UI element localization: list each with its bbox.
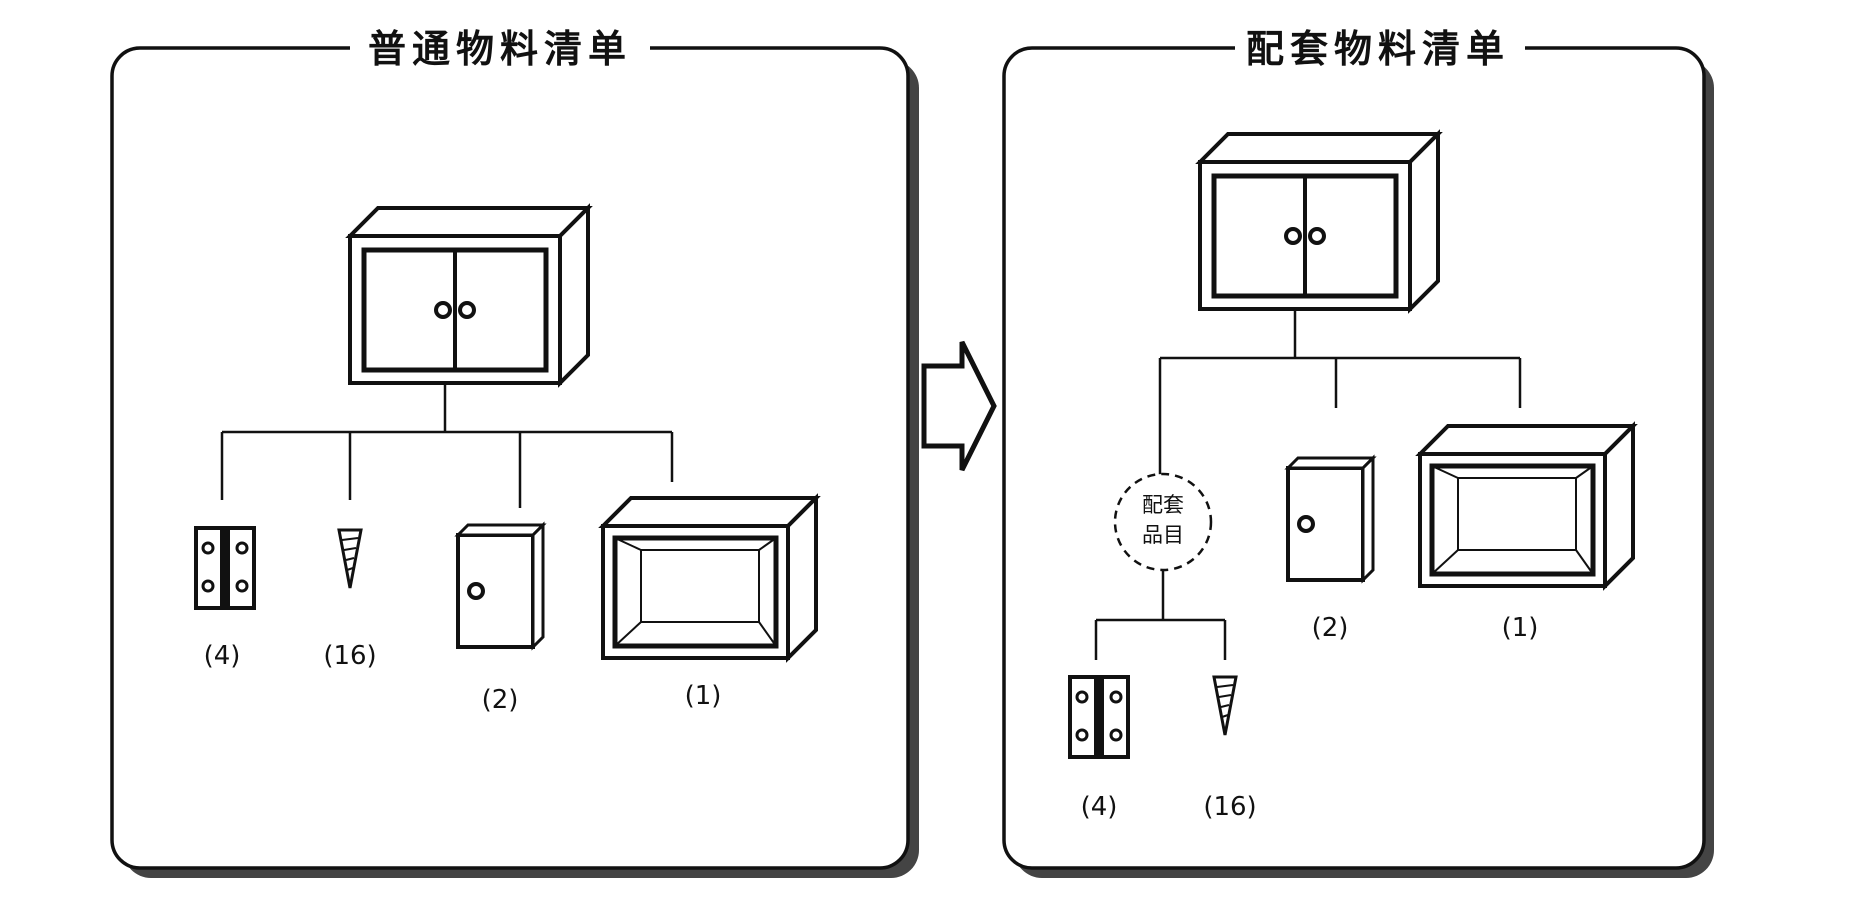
qty-body: (1) xyxy=(685,681,722,711)
normal-bom-panel: 普通物料清单 (4) (16) (2) (1) xyxy=(110,20,919,878)
cabinet-product-icon xyxy=(350,208,588,383)
panel-title: 配套物料清单 xyxy=(1246,27,1510,71)
qty-door: (2) xyxy=(482,685,519,715)
qty-door: (2) xyxy=(1312,613,1349,643)
qty-hinge: (4) xyxy=(1081,792,1118,822)
hinge-icon xyxy=(194,526,256,610)
right-arrow-icon xyxy=(921,340,997,472)
kit-item-label-line2: 品目 xyxy=(1142,523,1184,547)
door-icon xyxy=(456,523,545,649)
cabinet-body-icon xyxy=(1420,426,1633,586)
qty-screw: (16) xyxy=(323,641,376,671)
kit-bom-panel: 配套物料清单 配套 品目 (4) (16) (2) (1) xyxy=(1002,20,1714,878)
cabinet-body-icon xyxy=(603,498,816,658)
kit-item-node xyxy=(1113,472,1213,572)
qty-body: (1) xyxy=(1502,613,1539,643)
door-icon xyxy=(1286,456,1375,582)
qty-screw: (16) xyxy=(1203,792,1256,822)
kit-item-label-line1: 配套 xyxy=(1142,493,1184,517)
qty-hinge: (4) xyxy=(204,641,241,671)
panel-title: 普通物料清单 xyxy=(368,27,632,71)
hinge-icon xyxy=(1068,675,1130,759)
cabinet-product-icon xyxy=(1200,134,1438,309)
panel-frame xyxy=(110,46,910,870)
